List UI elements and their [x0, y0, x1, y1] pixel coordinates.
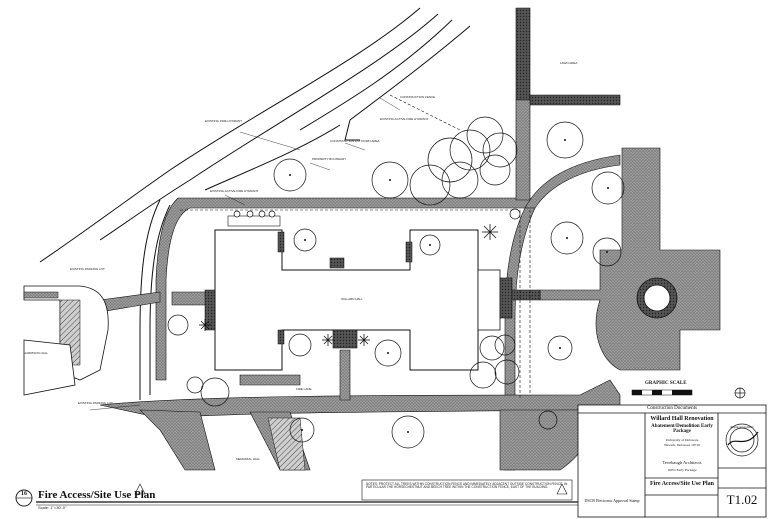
tree-centers	[289, 139, 609, 433]
paved-walks	[99, 7, 721, 471]
approval-stamp-label: DSCB Electronic Approval Stamp	[584, 498, 640, 503]
graphic-scale-label: GRAPHIC SCALE	[645, 381, 687, 386]
property-boundary-label: PROPERTY BOUNDARY	[312, 157, 347, 161]
architect-seal	[725, 423, 759, 457]
warning-triangle-icons	[134, 483, 568, 495]
project-name: Willard Hall Renovation	[650, 416, 714, 422]
sheet-title: Fire Access/Site Use Plan	[649, 481, 715, 487]
building-name-label: WILLARD HALL	[341, 297, 363, 301]
harrison-hall-label: HARRISON HALL	[24, 351, 49, 355]
construction-fence	[180, 94, 531, 400]
fire-hydrant-markers	[233, 208, 521, 220]
north-arrow-icon	[734, 387, 746, 399]
palm-shrubs	[199, 224, 498, 346]
plan-title-graphics	[15, 479, 578, 507]
lawn-area-label: LAWN AREA	[560, 61, 578, 65]
existing-parking-lot-label-bottom: EXISTING PARKING LOT	[78, 401, 113, 405]
graphic-scale	[631, 389, 693, 396]
title-block-header: Construction Documents	[647, 406, 697, 411]
fire-lane-curve	[139, 199, 171, 400]
notes-text: NOTES: PROTECT ALL TREES WITHIN CONSTRUC…	[366, 482, 568, 490]
existing-parking-lot-label: EXISTING PARKING LOT	[70, 267, 105, 271]
sheet-number: T1.02	[726, 492, 758, 507]
submission-label: 100% Early Package	[667, 468, 697, 472]
fire-lane-label: FIRE LANE	[296, 387, 312, 391]
plan-scale-note: Scale: 1"=30'-0"	[38, 505, 67, 510]
trees	[167, 116, 625, 449]
memorial-hall-label: MEMORIAL HALL	[236, 457, 261, 461]
construction-lay-down-label: CONSTRUCTION LAY DOWN AREA	[330, 139, 380, 143]
project-subtitle: Abatement/Demolition Early Package	[651, 424, 713, 434]
existing-active-hydrant-label-top: EXISTING ACTIVE FIRE HYDRANT	[380, 117, 429, 121]
title-block-frame	[577, 404, 767, 518]
plan-title: Fire Access/Site Use Plan	[38, 489, 156, 501]
detail-number: 16	[21, 491, 27, 497]
existing-fire-hydrant-label: EXISTING FIRE HYDRANT	[205, 119, 243, 123]
construction-fence-label: CONSTRUCTION FENCE	[400, 95, 436, 99]
existing-active-hydrant-label-bottom: EXISTING ACTIVE FIRE HYDRANT	[210, 189, 259, 193]
architect-name: Tevebaugh Architects	[662, 460, 702, 465]
owner-name: University of Delaware	[665, 438, 699, 442]
callout-leaders	[89, 97, 401, 411]
harrison-hall-footprint	[23, 339, 306, 471]
main-drive	[39, 7, 471, 263]
willard-hall-footprint	[204, 215, 513, 371]
owner-address: Newark, Delaware 19716	[664, 443, 700, 447]
circular-plaza	[636, 277, 678, 319]
seal-text: Registered Architect	[730, 426, 754, 429]
